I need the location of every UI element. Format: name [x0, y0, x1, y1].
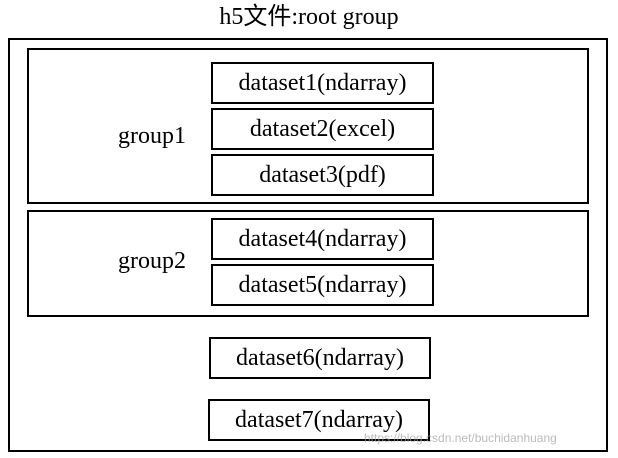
- group2-label: group2: [118, 248, 186, 274]
- watermark-text: https://blog.csdn.net/buchidanhuang: [364, 431, 557, 445]
- dataset1-box: dataset1(ndarray): [211, 62, 434, 104]
- dataset3-box: dataset3(pdf): [211, 154, 434, 196]
- diagram-title: h5文件:root group: [219, 4, 399, 30]
- root-group-box: [8, 38, 608, 452]
- group1-label: group1: [118, 123, 186, 149]
- dataset2-box: dataset2(excel): [211, 108, 434, 150]
- dataset7-box: dataset7(ndarray): [208, 399, 430, 441]
- group2-box: [27, 210, 589, 317]
- dataset4-box: dataset4(ndarray): [211, 218, 434, 260]
- dataset6-box: dataset6(ndarray): [209, 337, 431, 379]
- group1-box: [27, 48, 589, 204]
- dataset5-box: dataset5(ndarray): [211, 264, 434, 306]
